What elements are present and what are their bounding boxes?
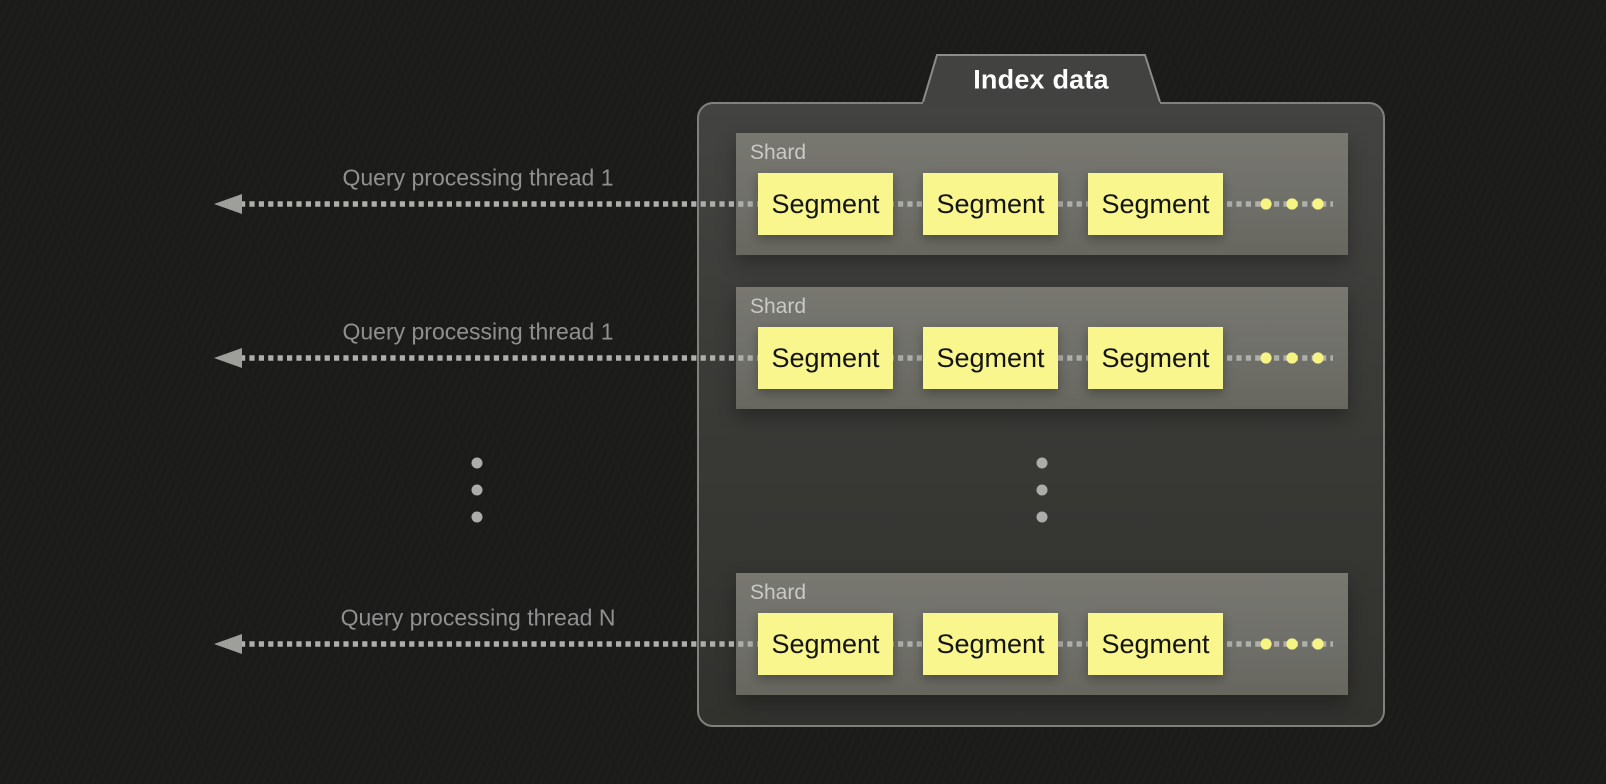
more-threads-ellipsis — [471, 457, 483, 523]
arrowhead-icon — [214, 194, 242, 214]
tab-fill-shape — [923, 55, 1160, 106]
more-segments-ellipsis-1 — [1260, 198, 1324, 210]
query-thread-label-3: Query processing thread N — [340, 604, 616, 631]
shard-label: Shard — [750, 141, 807, 164]
arrowhead-icon — [214, 348, 242, 368]
segment-box: Segment — [923, 327, 1058, 389]
shard-label: Shard — [750, 295, 807, 318]
shard-label: Shard — [750, 581, 807, 604]
more-segments-ellipsis-2 — [1260, 352, 1324, 364]
segment-box: Segment — [923, 613, 1058, 675]
segment-box: Segment — [1088, 327, 1223, 389]
segment-box: Segment — [758, 613, 893, 675]
query-thread-label-2: Query processing thread 1 — [342, 318, 614, 345]
segment-box: Segment — [923, 173, 1058, 235]
more-segments-ellipsis-3 — [1260, 638, 1324, 650]
segment-box: Segment — [758, 327, 893, 389]
tab-outline — [922, 54, 1161, 103]
query-thread-label-1: Query processing thread 1 — [342, 164, 614, 191]
segment-box: Segment — [1088, 173, 1223, 235]
segment-box: Segment — [1088, 613, 1223, 675]
index-data-tab — [922, 54, 1161, 106]
segment-box: Segment — [758, 173, 893, 235]
index-data-tab-label: Index data — [973, 64, 1109, 95]
arrowhead-icon — [214, 634, 242, 654]
more-shards-ellipsis — [1036, 457, 1048, 523]
